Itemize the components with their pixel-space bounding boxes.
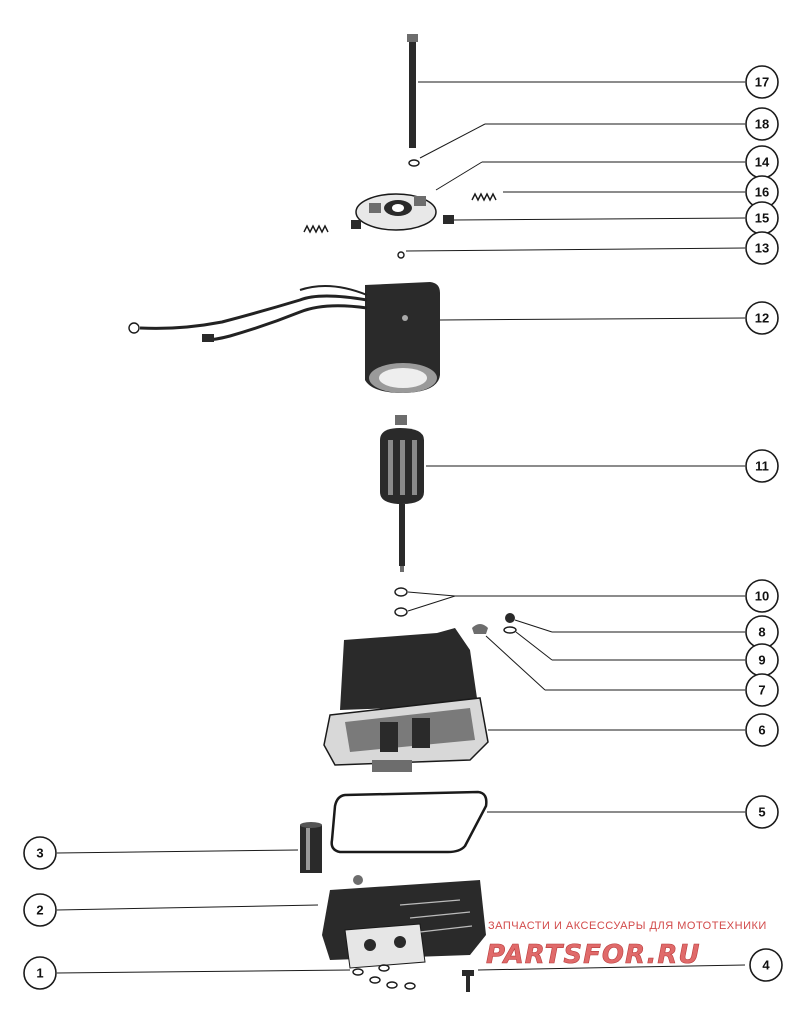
svg-text:7: 7 — [758, 683, 765, 698]
leader-lines — [56, 81, 746, 974]
callout-7: 7 — [745, 673, 779, 707]
svg-text:18: 18 — [755, 117, 769, 132]
svg-text:14: 14 — [755, 155, 770, 170]
svg-text:10: 10 — [755, 589, 769, 604]
svg-text:4: 4 — [762, 958, 770, 973]
callout-12: 12 — [745, 301, 779, 335]
svg-text:17: 17 — [755, 75, 769, 90]
callout-14: 14 — [745, 145, 779, 179]
svg-text:5: 5 — [758, 805, 765, 820]
part-washer-tiny — [397, 251, 405, 259]
callout-10: 10 — [745, 579, 779, 613]
callout-18: 18 — [745, 107, 779, 141]
callout-17: 17 — [745, 65, 779, 99]
part-small-fittings — [472, 613, 517, 634]
svg-text:15: 15 — [755, 211, 769, 226]
part-washer-small — [408, 159, 420, 167]
callout-1: 1 — [23, 956, 57, 990]
callout-3: 3 — [23, 836, 57, 870]
part-thrust-washers — [394, 587, 408, 617]
part-brush-plate — [351, 193, 454, 231]
callout-6: 6 — [745, 713, 779, 747]
part-stud-bolt — [407, 34, 418, 148]
part-o-rings — [352, 964, 416, 990]
callout-5: 5 — [745, 795, 779, 829]
svg-text:2: 2 — [36, 903, 43, 918]
svg-text:1: 1 — [36, 966, 43, 981]
part-screw — [462, 970, 474, 992]
callout-9: 9 — [745, 643, 779, 677]
callout-15: 15 — [745, 201, 779, 235]
part-cover-plate — [322, 875, 486, 969]
callout-11: 11 — [745, 449, 779, 483]
watermark: ЗАПЧАСТИ И АКСЕССУАРЫ ДЛЯ МОТОТЕХНИКИ PA… — [486, 920, 767, 970]
part-motor-housing — [128, 282, 440, 393]
svg-text:9: 9 — [758, 653, 765, 668]
part-sleeve — [300, 822, 322, 873]
part-gasket — [330, 790, 488, 854]
part-brush-springs — [303, 192, 497, 234]
callout-2: 2 — [23, 893, 57, 927]
part-pump-housing — [323, 628, 489, 772]
svg-text:6: 6 — [758, 723, 765, 738]
watermark-tagline: ЗАПЧАСТИ И АКСЕССУАРЫ ДЛЯ МОТОТЕХНИКИ — [488, 920, 767, 932]
svg-text:12: 12 — [755, 311, 769, 326]
watermark-logo: PARTSFOR.RU — [486, 940, 700, 970]
svg-text:3: 3 — [36, 846, 43, 861]
svg-text:16: 16 — [755, 185, 769, 200]
part-armature — [380, 415, 424, 572]
callout-13: 13 — [745, 231, 779, 265]
svg-text:11: 11 — [755, 459, 769, 474]
callout-4: 4 — [749, 948, 783, 982]
svg-text:13: 13 — [755, 241, 769, 256]
svg-text:8: 8 — [758, 625, 765, 640]
